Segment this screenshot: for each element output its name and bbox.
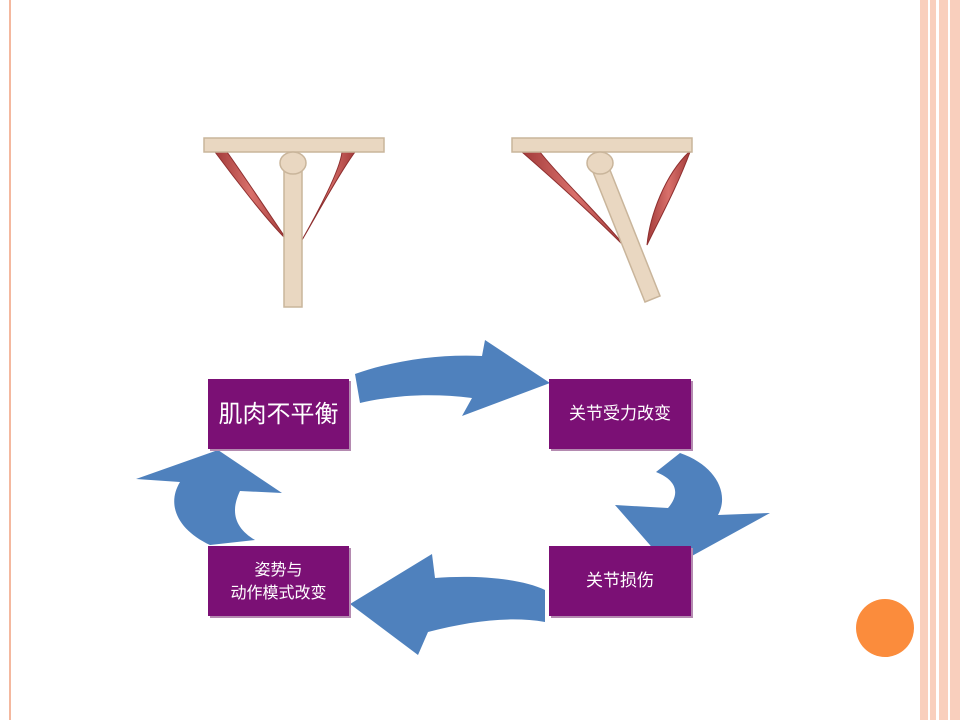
- box-joint-injury: 关节损伤: [549, 546, 691, 616]
- arrow-bottom-left: [350, 554, 545, 655]
- arrow-left-up: [136, 450, 282, 545]
- right-decor-border: [920, 0, 960, 720]
- left-decor-line: [9, 0, 11, 720]
- arrow-top-right: [355, 340, 550, 416]
- unbalanced-joint-illustration: [511, 137, 693, 303]
- box-muscle-imbalance: 肌肉不平衡: [208, 379, 349, 449]
- arrow-right-down: [615, 453, 770, 568]
- box-posture-change: 姿势与 动作模式改变: [208, 546, 349, 616]
- box-joint-force-change-label: 关节受力改变: [569, 403, 671, 424]
- orange-dot: [856, 599, 914, 657]
- box-joint-force-change: 关节受力改变: [549, 379, 691, 449]
- balanced-joint-illustration: [203, 137, 385, 308]
- box-joint-injury-label: 关节损伤: [586, 570, 654, 591]
- box-posture-change-label: 姿势与 动作模式改变: [230, 559, 327, 602]
- box-muscle-imbalance-label: 肌肉不平衡: [218, 399, 339, 428]
